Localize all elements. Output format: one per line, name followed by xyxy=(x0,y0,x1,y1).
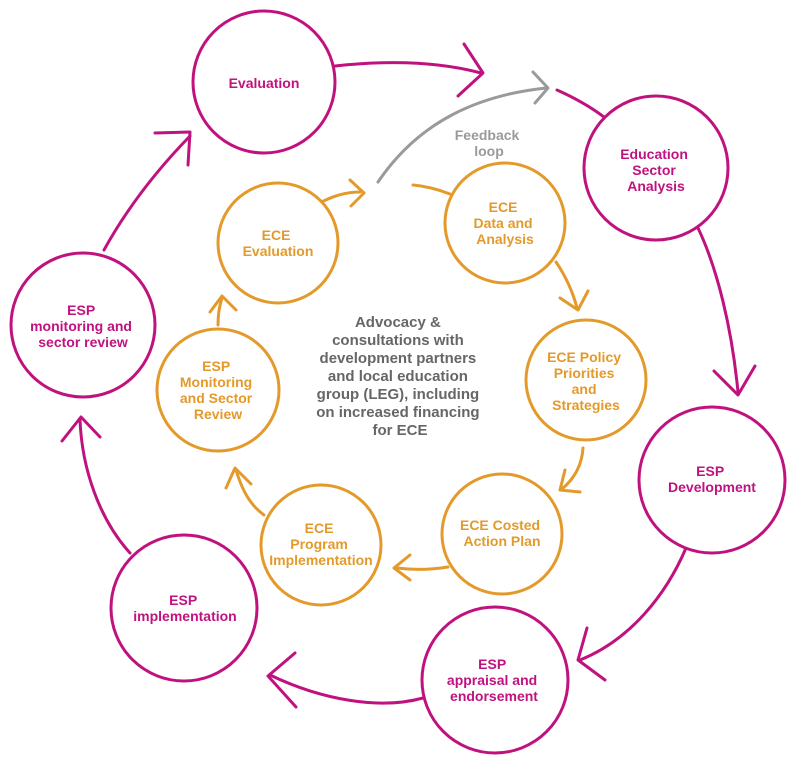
node-ece-costed-plan xyxy=(440,472,564,596)
arrowhead-analysis-to-development xyxy=(712,364,757,397)
arrow-implementation-to-monitoring xyxy=(78,418,132,555)
node-esp-monitoring-inner xyxy=(155,327,281,453)
label-esp-monitoring-inner: ESP Monitoring and Sector Review xyxy=(180,358,256,422)
node-esp-development xyxy=(637,405,787,555)
label-education-sector-analysis: Education Sector Analysis xyxy=(620,146,692,194)
arrowhead-monitoring-to-ece-eval xyxy=(208,294,238,314)
node-evaluation xyxy=(191,9,337,155)
label-esp-appraisal: ESP appraisal and endorsement xyxy=(447,656,541,704)
arrow-development-to-appraisal xyxy=(578,546,688,662)
arrow-appraisal-to-implementation xyxy=(268,673,425,705)
arrow-to-ece-data xyxy=(411,183,452,196)
arrow-program-to-monitoring xyxy=(234,468,266,517)
arrow-monitoring-to-ece-eval xyxy=(216,296,224,327)
outer-nodes xyxy=(9,9,787,755)
feedback-loop-arrowhead xyxy=(531,70,550,105)
arrow-monitoring-to-evaluation xyxy=(102,134,192,252)
arrowhead-ece-eval-to-feedback xyxy=(348,178,366,208)
arrowhead-implementation-to-monitoring xyxy=(60,415,102,443)
label-esp-implementation: ESP implementation xyxy=(133,592,236,624)
label-ece-policy: ECE Policy Priorities and Strategies xyxy=(547,349,625,413)
label-esp-development: ESP Development xyxy=(668,463,756,495)
feedback-loop xyxy=(376,70,550,184)
node-ece-data-analysis xyxy=(443,161,567,285)
feedback-loop-label: Feedback loop xyxy=(455,127,523,159)
arrowhead-policy-to-costed xyxy=(558,468,582,494)
inner-nodes xyxy=(155,161,648,607)
arrow-policy-to-costed xyxy=(560,446,585,491)
arrowhead-appraisal-to-implementation xyxy=(266,651,298,709)
node-esp-implementation xyxy=(109,533,259,683)
arrow-analysis-to-development xyxy=(696,226,740,394)
node-ece-policy xyxy=(524,318,648,442)
center-advocacy-text: Advocacy & consultations with developmen… xyxy=(316,314,484,439)
arrow-into-analysis xyxy=(555,88,606,119)
label-evaluation: Evaluation xyxy=(229,75,300,91)
label-ece-costed-plan: ECE Costed Action Plan xyxy=(460,517,544,549)
arrowhead-development-to-appraisal xyxy=(576,626,607,682)
arrow-evaluation-to-analysis xyxy=(333,61,483,75)
node-ece-program xyxy=(259,483,383,607)
arrowhead-monitoring-to-evaluation xyxy=(153,130,192,167)
outer-arrows xyxy=(60,42,757,709)
inner-labels: ECE Data and Analysis ECE Policy Priorit… xyxy=(180,199,625,568)
arrowhead-evaluation-to-analysis xyxy=(456,42,485,98)
arrowhead-costed-to-program xyxy=(392,553,412,582)
arrowhead-ece-data-to-policy xyxy=(558,289,590,312)
node-esp-appraisal xyxy=(420,605,570,755)
arrowhead-program-to-monitoring xyxy=(224,466,253,490)
node-esp-monitoring xyxy=(9,251,157,399)
label-esp-monitoring: ESP monitoring and sector review xyxy=(30,302,136,350)
arrow-costed-to-program xyxy=(395,565,450,571)
outer-labels: Evaluation Education Sector Analysis ESP… xyxy=(30,75,756,704)
arrow-ece-data-to-policy xyxy=(554,260,579,310)
label-ece-program: ECE Program Implementation xyxy=(269,520,372,568)
label-ece-data-analysis: ECE Data and Analysis xyxy=(473,199,536,247)
feedback-loop-arrow xyxy=(376,86,548,184)
node-education-sector-analysis xyxy=(582,94,730,242)
label-ece-evaluation: ECE Evaluation xyxy=(243,227,314,259)
node-ece-evaluation xyxy=(216,181,340,305)
